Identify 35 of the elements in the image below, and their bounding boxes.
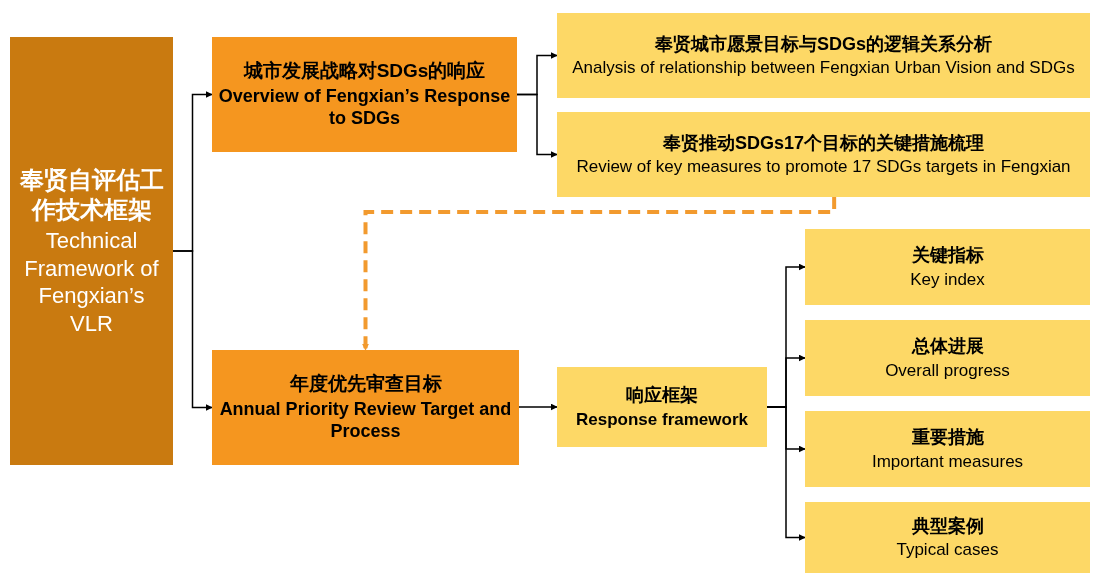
body-text: Annual Priority Review Target and Process (218, 397, 513, 443)
heading-text: 城市发展战略对SDGs的响应 (243, 59, 486, 83)
body-text: Key index (910, 268, 985, 290)
heading-text: 奉贤自评估工作技术框架 (18, 165, 165, 225)
dashed-arrow (362, 197, 837, 351)
arrow (516, 93, 558, 158)
item-box (557, 367, 767, 447)
body-text: Typical cases (896, 539, 999, 561)
arrow (766, 406, 806, 541)
heading-text: 响应框架 (626, 384, 698, 407)
heading-text: 重要措施 (911, 426, 984, 449)
body-text: Technical Framework of Fengxian’s VLR (23, 227, 160, 337)
heading-text: 奉贤推动SDGs17个目标的关键措施梳理 (662, 131, 984, 155)
heading-text: 奉贤城市愿景目标与SDGs的逻辑关系分析 (655, 32, 992, 56)
body-text: Review of key measures to promote 17 SDGs targets in Fengxian (576, 156, 1071, 178)
item-box (557, 112, 1090, 197)
section-box (212, 37, 517, 152)
body-text: Overview of Fengxian’s Response to SDGs (218, 84, 511, 130)
item-box (805, 411, 1090, 487)
item-box (805, 502, 1090, 573)
heading-text: 典型案例 (911, 514, 984, 538)
body-text: Overall progress (885, 359, 1010, 381)
arrow (172, 250, 213, 411)
heading-text: 关键指标 (911, 244, 984, 267)
body-text: Response framework (576, 408, 748, 430)
body-text: Important measures (871, 450, 1024, 472)
title-box (10, 37, 173, 465)
heading-text: 总体进展 (911, 335, 984, 358)
heading-text: 年度优先审查目标 (289, 372, 442, 396)
body-text: Analysis of relationship between Fengxian Urban Vision and SDGs (572, 57, 1075, 79)
item-box (557, 13, 1090, 98)
item-box (805, 320, 1090, 396)
section-box (212, 350, 519, 465)
arrow (518, 403, 558, 411)
item-box (805, 229, 1090, 305)
